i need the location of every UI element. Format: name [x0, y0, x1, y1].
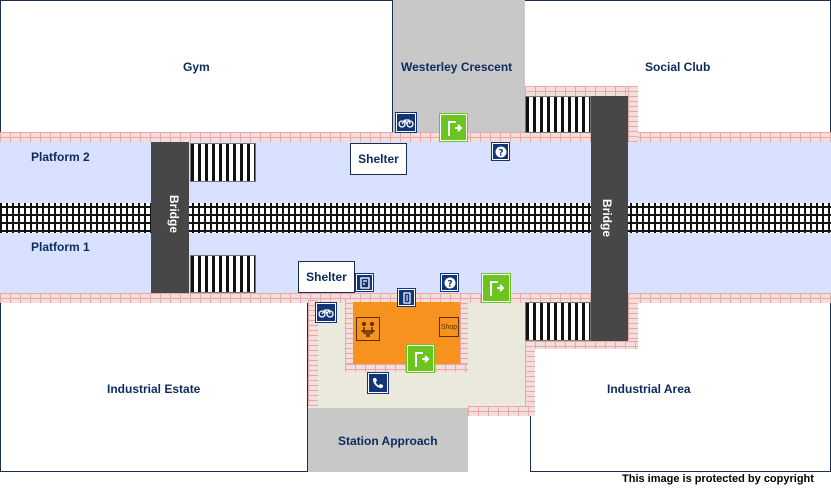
stairs-platform-2-west: [190, 143, 256, 182]
exit-icon: [406, 344, 435, 373]
bridge-west-label: Bridge: [167, 194, 182, 234]
railway-tracks: [0, 203, 831, 233]
waiting-room-icon: [356, 317, 380, 341]
information-point-icon: ?: [491, 142, 510, 161]
industrial-area-label: Industrial Area: [607, 382, 691, 396]
station-approach-road: [308, 405, 468, 472]
industrial-area-wall-west: [525, 341, 535, 416]
platform-2-label: Platform 2: [31, 150, 90, 164]
westerley-crescent-label: Westerley Crescent: [401, 60, 513, 74]
bridge-west: Bridge: [151, 142, 189, 293]
shop-icon: Shop: [439, 317, 459, 337]
industrial-area-wall-east: [628, 293, 638, 341]
gym-label: Gym: [183, 60, 210, 74]
ticket-office-icon: [397, 288, 416, 307]
stairs-social-club: [525, 96, 591, 133]
bridge-east: Bridge: [591, 96, 628, 341]
svg-text:?: ?: [498, 148, 503, 158]
shelter-platform-2: Shelter: [350, 143, 407, 175]
exit-icon: [439, 113, 468, 142]
building-wall-south: [345, 364, 468, 372]
building-wall-west: [345, 298, 353, 368]
social-club-wall-top: [525, 86, 638, 96]
bicycle-parking-icon: [395, 112, 417, 133]
forecourt-wall-west: [308, 300, 318, 406]
shelter-platform-1: Shelter: [298, 261, 355, 293]
platform-2: [0, 142, 831, 204]
bicycle-parking-icon: [315, 302, 337, 323]
platform-1: [0, 231, 831, 293]
information-point-icon: ?: [440, 273, 459, 292]
forecourt-wall-south: [468, 406, 535, 416]
platform-1-boundary-wall: [0, 293, 831, 303]
station-approach-label: Station Approach: [338, 434, 438, 448]
copyright-notice: This image is protected by copyright: [622, 473, 814, 485]
social-club-label: Social Club: [645, 60, 711, 74]
stairs-industrial-area: [525, 302, 591, 341]
platform-2-boundary-wall: [0, 132, 831, 142]
stairs-platform-1-west: [190, 255, 256, 293]
industrial-estate-label: Industrial Estate: [107, 382, 201, 396]
svg-text:?: ?: [447, 279, 452, 289]
gym-area: [0, 0, 393, 134]
bridge-east-label: Bridge: [600, 198, 615, 238]
social-club-wall-side: [628, 86, 638, 142]
industrial-area-wall-bottom: [525, 341, 638, 349]
exit-icon: [481, 273, 511, 303]
ticket-machine-icon: [355, 273, 374, 292]
telephone-icon: [367, 372, 389, 394]
westerley-crescent-road: [393, 0, 525, 134]
platform-1-label: Platform 1: [31, 240, 90, 254]
building-wall-east: [460, 298, 468, 372]
